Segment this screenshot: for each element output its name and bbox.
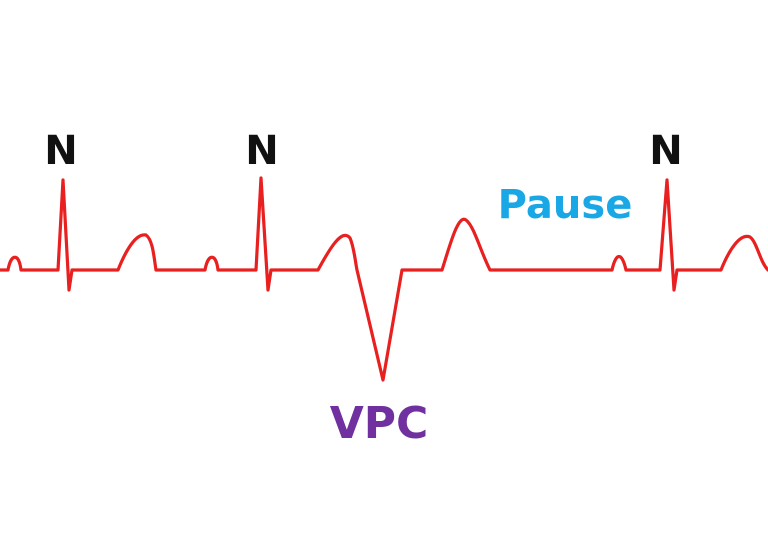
vpc-label: VPC (330, 398, 429, 449)
normal-beat-label-1: N (44, 128, 77, 174)
ecg-trace (0, 176, 768, 382)
normal-beat-label-3: N (649, 128, 682, 174)
pause-label: Pause (498, 182, 633, 228)
normal-beat-label-2: N (245, 128, 278, 174)
